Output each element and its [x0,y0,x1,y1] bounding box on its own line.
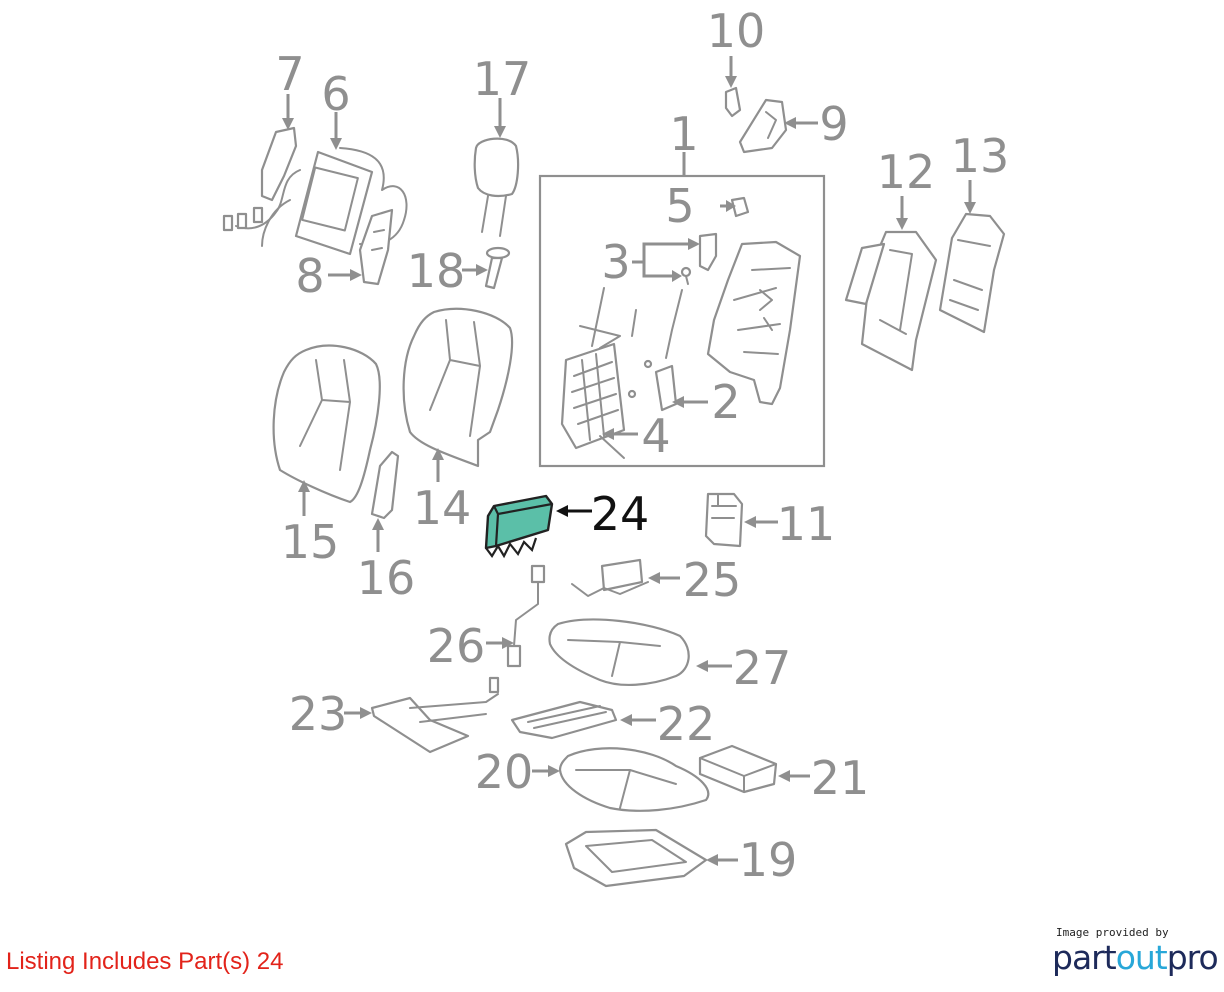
part-14 [402,307,514,468]
part-18 [484,246,511,290]
callout-7: 7 [275,47,304,101]
part-12 [844,230,938,372]
callout-21: 21 [811,751,870,805]
part-13 [938,212,1006,334]
part-1-group-box [538,174,826,468]
part-3 [680,232,718,285]
callout-24: 24 [591,487,650,541]
callout-8: 8 [295,249,324,303]
callout-numbers: 7 6 8 17 18 10 9 1 5 3 2 4 12 13 15 14 1… [275,4,1009,887]
part-22 [510,700,618,740]
part-11 [704,492,744,548]
callout-18: 18 [407,244,466,298]
callout-26: 26 [427,619,486,673]
partoutpro-branding: Image provided by partoutpro [1052,926,1219,977]
callout-4: 4 [641,409,670,463]
part-21 [698,744,778,794]
callout-20: 20 [475,745,534,799]
part-6 [222,147,408,256]
callout-15: 15 [281,515,340,569]
part-10 [724,86,742,118]
callout-6: 6 [321,67,350,121]
part-20 [558,747,710,812]
image-credit: Image provided by [1056,926,1169,939]
logo-part: part [1052,938,1117,977]
callout-2: 2 [711,375,740,429]
callout-11: 11 [777,497,836,551]
callout-1: 1 [669,107,698,161]
partoutpro-logo: partoutpro [1052,938,1219,977]
parts-diagram: 7 6 8 17 18 10 9 1 5 3 2 4 12 13 15 14 1… [222,4,1009,888]
callout-13: 13 [951,129,1010,183]
callout-5: 5 [665,179,694,233]
part-16 [370,450,400,520]
callout-3: 3 [601,235,630,289]
callout-9: 9 [819,97,848,151]
part-19 [564,828,708,888]
part-9 [738,98,788,154]
listing-includes-text: Listing Includes Part(s) 24 [6,948,284,975]
part-2 [627,289,683,412]
part-24-highlighted [484,494,554,559]
logo-pro: pro [1166,938,1219,977]
leader-lines [282,56,976,866]
part-23 [370,676,500,754]
part-5 [730,196,750,218]
part-17 [473,137,520,237]
part-8 [358,208,394,286]
callout-17: 17 [473,52,532,106]
callout-14: 14 [413,481,472,535]
part-26 [506,564,546,668]
callout-22: 22 [657,697,716,751]
logo-out: out [1115,938,1168,977]
part-15 [272,344,381,504]
callout-19: 19 [739,833,798,887]
part-27 [548,618,690,687]
part-4 [560,287,637,459]
callout-12: 12 [877,145,936,199]
callout-25: 25 [683,553,742,607]
callout-23: 23 [289,687,348,741]
part-7 [260,126,298,202]
part-25 [571,558,649,597]
callout-27: 27 [733,641,792,695]
callout-16: 16 [357,551,416,605]
part-1 [706,240,802,406]
callout-10: 10 [707,4,766,58]
